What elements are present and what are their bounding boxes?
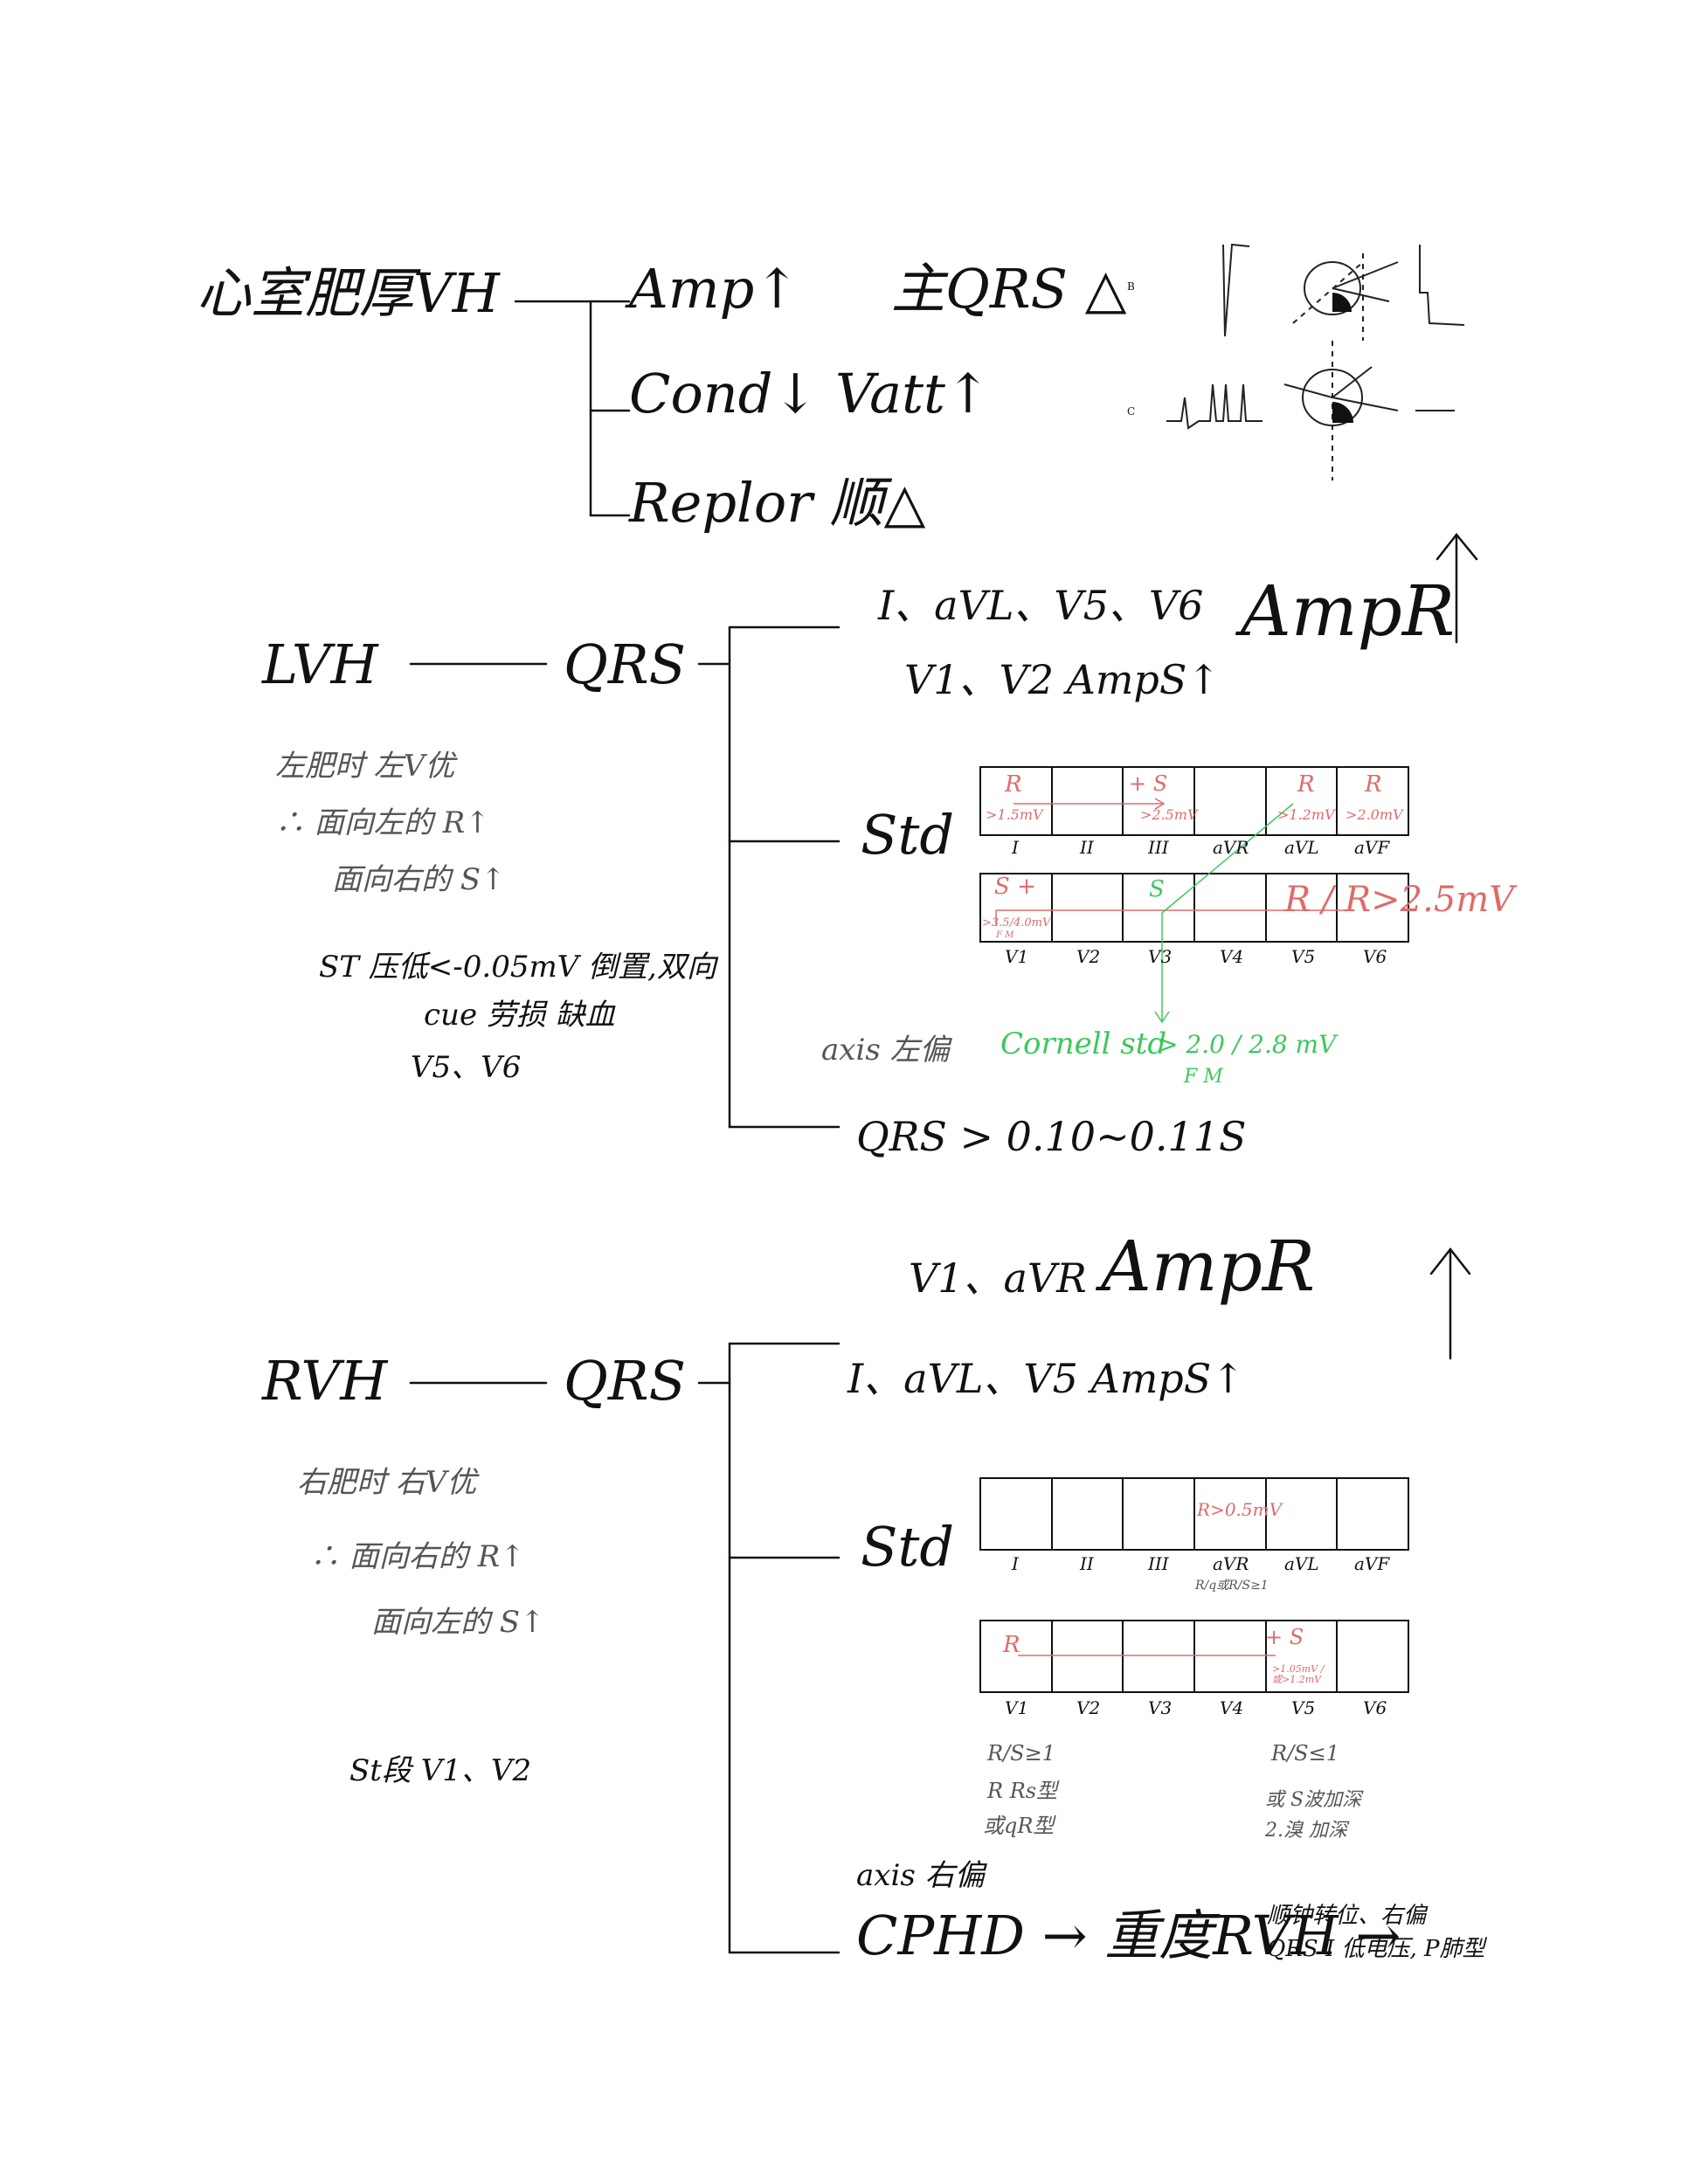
lvh-note-3: 面向右的 S↑: [332, 862, 506, 897]
rvh-chest-lead-v6: V6: [1363, 1697, 1387, 1718]
rvh-note-3: 面向左的 S↑: [371, 1605, 545, 1640]
lvh-cell-v3-top: S: [1149, 876, 1165, 902]
lvh-note-1: 左肥时 左V优: [275, 749, 455, 784]
lvh-cornell: Cornell std: [1000, 1026, 1167, 1061]
rvh-st-note: St段 V1、V2: [349, 1753, 532, 1788]
lvh-std: Std: [861, 803, 955, 867]
lvh-chest-right: R / R>2.5mV: [1284, 880, 1515, 920]
vh-qrs-note: 主QRS △: [891, 257, 1127, 321]
lvh-limb-table: [979, 766, 1409, 836]
lvh-limb-lead-avr: aVR: [1213, 837, 1249, 858]
lvh-cell-v1-top: S +: [994, 874, 1036, 900]
lvh-cell-avf-bottom: >2.0mV: [1346, 806, 1403, 823]
lvh-cell-avl-top: R: [1297, 771, 1315, 798]
rvh-v1-note-2: R Rs型: [987, 1779, 1058, 1803]
heart-shade-c: [1332, 402, 1353, 423]
lvh-chest-table: [979, 873, 1409, 943]
rvh-chest-lead-v5: V5: [1291, 1697, 1316, 1718]
rvh-cphd-note-1: 顺钟转位、右偏: [1267, 1903, 1427, 1929]
lvh-chest-lead-v5: V5: [1291, 946, 1316, 967]
lvh-branch1-line2: V1、V2 AmpS↑: [904, 656, 1221, 703]
rvh-v5-note-3: 2.溴 加深: [1265, 1820, 1347, 1842]
rvh-limb-lead-avf: aVF: [1354, 1553, 1390, 1574]
rvh-cell-v5-value: >1.05mV / 或>1.2mV: [1272, 1663, 1325, 1686]
rvh-branch1-amp: AmpR: [1101, 1226, 1316, 1307]
rvh-branch1-line2: I、aVL、V5 AmpS↑: [847, 1355, 1245, 1402]
rvh-limb-table: [979, 1477, 1409, 1551]
lvh-cornell-value: > 2.0 / 2.8 mV: [1158, 1030, 1337, 1059]
lvh-chest-lead-v4: V4: [1220, 946, 1244, 967]
lvh-limb-lead-ii: II: [1080, 837, 1094, 858]
rvh-axis: axis 右偏: [856, 1858, 985, 1893]
lvh-cell-v1-value: >3.5/4.0mV: [982, 916, 1051, 930]
rvh-v1-note-3: 或qR型: [983, 1814, 1055, 1838]
rvh-chest-lead-v1: V1: [1005, 1697, 1029, 1718]
lvh-title: LVH: [262, 632, 378, 696]
lvh-chest-lead-v6: V6: [1363, 946, 1387, 967]
lvh-st-note-2: cue 劳损 缺血: [424, 998, 615, 1033]
rvh-title: RVH: [262, 1349, 388, 1413]
rvh-limb-lead-avl: aVL: [1284, 1553, 1319, 1574]
rvh-std: Std: [861, 1515, 955, 1579]
lvh-chest-lead-v3: V3: [1148, 946, 1173, 967]
lvh-cell-v1-sub: F M: [996, 930, 1014, 940]
heart-shade-b: [1332, 293, 1352, 312]
rvh-note-1: 右肥时 右V优: [297, 1465, 477, 1500]
rvh-chest-lead-v2: V2: [1076, 1697, 1101, 1718]
rvh-v1-note-1: R/S≥1: [987, 1741, 1055, 1766]
rvh-chest-lead-v4: V4: [1220, 1697, 1244, 1718]
rvh-cell-avr: R>0.5mV: [1197, 1499, 1283, 1520]
lvh-cell-iii-bottom: >2.5mV: [1140, 806, 1198, 823]
lvh-note-2: ∴ 面向左的 R↑: [275, 805, 490, 840]
lvh-limb-lead-i: I: [1012, 837, 1019, 858]
lvh-limb-lead-iii: III: [1148, 837, 1169, 858]
lvh-st-note-1: ST 压低<-0.05mV 倒置,双向: [319, 950, 716, 985]
lvh-axis: axis 左偏: [821, 1033, 950, 1068]
lvh-cell-i-top: R: [1005, 771, 1022, 798]
lvh-cell-i-bottom: >1.5mV: [986, 806, 1043, 823]
lvh-chest-lead-v2: V2: [1076, 946, 1101, 967]
rvh-v5-note-2: 或 S波加深: [1265, 1789, 1362, 1811]
lvh-qrs-time: QRS > 0.10~0.11S: [856, 1113, 1247, 1160]
rvh-avr-sub: R/q或R/S≥1: [1195, 1579, 1269, 1593]
rvh-limb-lead-avr: aVR: [1213, 1553, 1249, 1574]
figure-label-c: C: [1127, 405, 1136, 418]
lvh-branch1-line1: I、aVL、V5、V6: [878, 582, 1204, 629]
lvh-cell-iii-top: + S: [1129, 771, 1168, 796]
vh-branch-amp: Amp↑: [629, 257, 800, 321]
lvh-st-note-3: V5、V6: [411, 1050, 522, 1085]
rvh-cphd-note-2: QRS I 低电压, P肺型: [1267, 1936, 1485, 1962]
rvh-qrs: QRS: [564, 1349, 686, 1413]
lvh-cell-avf-top: R: [1365, 771, 1382, 798]
rvh-branch1-line1: V1、aVR: [909, 1254, 1087, 1302]
rvh-cell-v5: + S: [1265, 1625, 1304, 1649]
ecg-heart-sketch: [1166, 243, 1465, 480]
rvh-limb-lead-i: I: [1012, 1553, 1019, 1574]
lvh-qrs: QRS: [564, 632, 686, 696]
rvh-note-2: ∴ 面向右的 R↑: [310, 1539, 525, 1574]
vh-branch-replor: Replor 顺△: [629, 471, 926, 535]
rvh-cell-v1: R: [1003, 1632, 1020, 1658]
figure-label-b: B: [1127, 280, 1135, 293]
vh-title: 心室肥厚VH: [197, 261, 500, 325]
vh-branch-cond: Cond↓ Vatt↑: [629, 362, 991, 425]
rvh-chest-lead-v3: V3: [1148, 1697, 1173, 1718]
rvh-limb-lead-ii: II: [1080, 1553, 1094, 1574]
lvh-limb-lead-avl: aVL: [1284, 837, 1319, 858]
rvh-v5-note-1: R/S≤1: [1271, 1741, 1339, 1766]
lvh-limb-lead-avf: aVF: [1354, 837, 1390, 858]
lvh-cell-avl-bottom: >1.2mV: [1277, 806, 1335, 823]
lvh-chest-lead-v1: V1: [1005, 946, 1029, 967]
lvh-cornell-fm: F M: [1184, 1066, 1223, 1088]
lvh-branch1-amp: AmpR: [1241, 570, 1456, 652]
rvh-cphd: CPHD → 重度RVH →: [856, 1904, 1401, 1967]
rvh-chest-table: [979, 1620, 1409, 1693]
rvh-limb-lead-iii: III: [1148, 1553, 1169, 1574]
